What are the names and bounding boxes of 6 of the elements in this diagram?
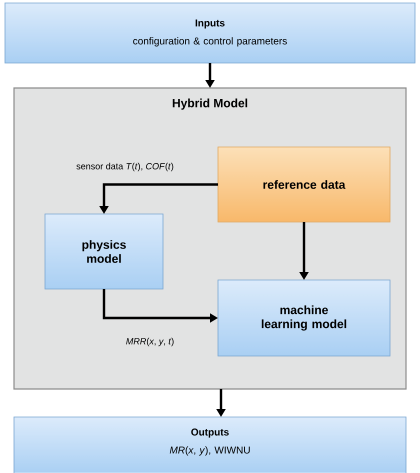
process-box: physics model <box>44 214 164 290</box>
process-box: machine learning model <box>218 280 390 356</box>
process-box: Inputs configuration & control parameters <box>4 2 416 64</box>
data-box: reference data <box>218 146 390 222</box>
edge-label: sensor data T(t), COF(t) <box>75 162 175 172</box>
process-box: Outputs MR(x, y), WIWNU <box>14 416 406 473</box>
